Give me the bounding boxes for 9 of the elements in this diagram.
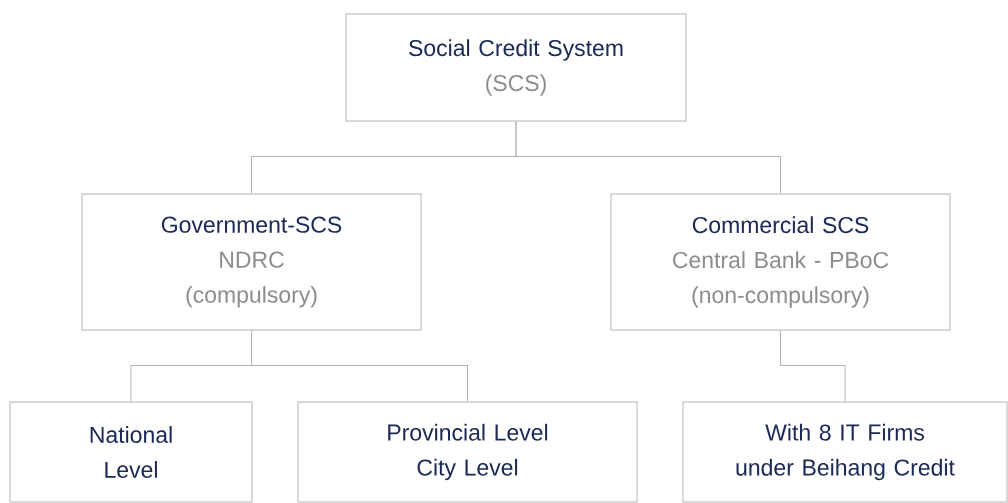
- connector-line: [515, 121, 781, 194]
- org-box: Social Credit System (SCS): [345, 13, 687, 122]
- org-box: Government-SCS NDRC (compulsory): [81, 193, 422, 331]
- connector-line: [780, 330, 846, 402]
- org-box: Commercial SCS Central Bank - PBoC (non-compulsory): [610, 193, 951, 331]
- org-box: Provincial Level City Level: [297, 401, 638, 503]
- org-box: With 8 IT Firms under Beihang Credit: [682, 401, 1008, 503]
- org-box: National Level: [9, 401, 253, 503]
- connector-line: [251, 330, 468, 402]
